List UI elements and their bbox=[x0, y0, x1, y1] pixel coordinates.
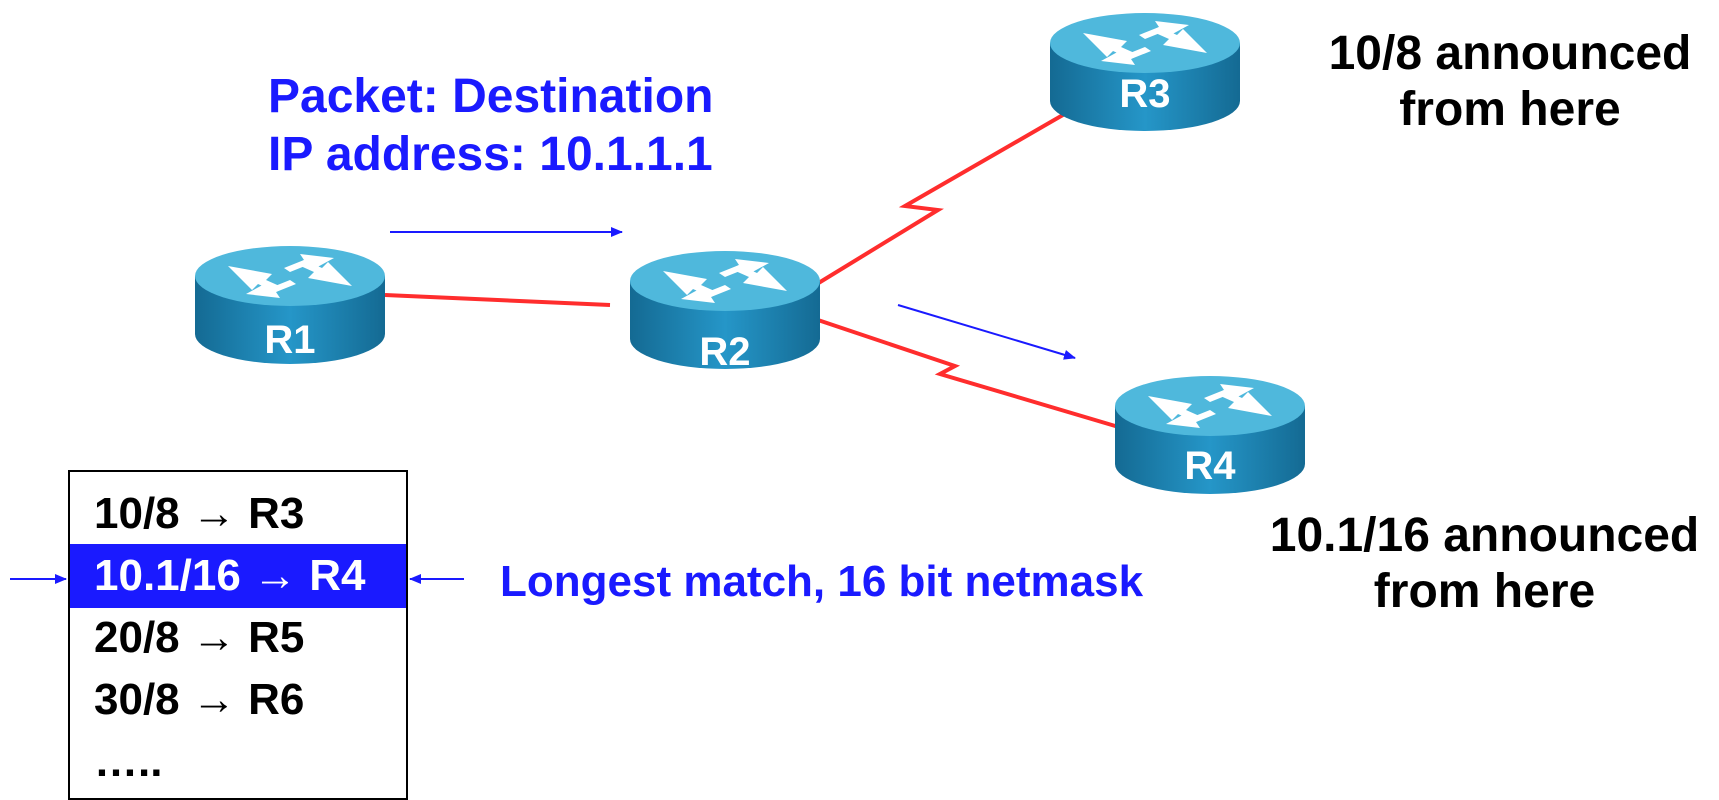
route-prefix: 30/8 bbox=[94, 675, 180, 724]
route-next-hop: R6 bbox=[248, 675, 305, 724]
packet-label-line1: Packet: Destination bbox=[268, 70, 714, 123]
route-row-highlighted: 10.1/16 → R4 bbox=[70, 544, 406, 608]
arrow-right-icon: → bbox=[191, 613, 236, 662]
router-icon bbox=[195, 246, 385, 364]
announce-r4: 10.1/16 announced from here bbox=[1250, 508, 1719, 620]
announce-r3-line2: from here bbox=[1399, 83, 1621, 136]
announce-r3-line1: 10/8 announced bbox=[1328, 27, 1692, 80]
route-next-hop: R3 bbox=[248, 489, 305, 538]
packet-label-line2: IP address: 10.1.1.1 bbox=[268, 128, 713, 181]
route-row: 30/8 → R6 bbox=[70, 668, 406, 732]
route-next-hop: R5 bbox=[248, 613, 305, 662]
router-icon bbox=[1115, 376, 1305, 494]
announce-r4-line1: 10.1/16 announced bbox=[1269, 509, 1700, 562]
routing-table: 10/8 → R3 10.1/16 → R4 20/8 → R5 30/8 → … bbox=[68, 470, 408, 800]
router-r2-label: R2 bbox=[699, 330, 751, 374]
route-row: 20/8 → R5 bbox=[70, 606, 406, 670]
route-prefix: 10.1/16 bbox=[94, 551, 241, 600]
route-ellipsis: ….. bbox=[94, 737, 163, 786]
router-icon bbox=[630, 251, 820, 369]
arrow-right-icon: → bbox=[191, 489, 236, 538]
links bbox=[384, 106, 1123, 430]
route-prefix: 10/8 bbox=[94, 489, 180, 538]
arrow-right-icon: → bbox=[253, 551, 298, 600]
packet-label: Packet: Destination IP address: 10.1.1.1 bbox=[268, 68, 713, 184]
router-r4-label: R4 bbox=[1184, 444, 1236, 488]
router-r1-label: R1 bbox=[264, 318, 316, 362]
route-prefix: 20/8 bbox=[94, 613, 180, 662]
arrow-right-icon: → bbox=[191, 675, 236, 724]
link-r2-r4 bbox=[811, 316, 1123, 430]
router-r1 bbox=[195, 246, 385, 364]
router-r3 bbox=[1050, 13, 1240, 131]
router-icon bbox=[1050, 13, 1240, 131]
packet-flow-arrow-2 bbox=[897, 304, 1076, 360]
announce-r3: 10/8 announced from here bbox=[1300, 26, 1719, 138]
route-row: 10/8 → R3 bbox=[70, 482, 406, 546]
route-next-hop: R4 bbox=[309, 551, 366, 600]
router-r3-label: R3 bbox=[1119, 72, 1171, 116]
link-r1-r2 bbox=[384, 293, 611, 307]
link-r2-r3 bbox=[810, 106, 1076, 289]
announce-r4-line2: from here bbox=[1373, 565, 1596, 618]
router-r4 bbox=[1115, 376, 1305, 494]
router-r2 bbox=[630, 251, 820, 369]
match-note: Longest match, 16 bit netmask bbox=[500, 557, 1144, 606]
